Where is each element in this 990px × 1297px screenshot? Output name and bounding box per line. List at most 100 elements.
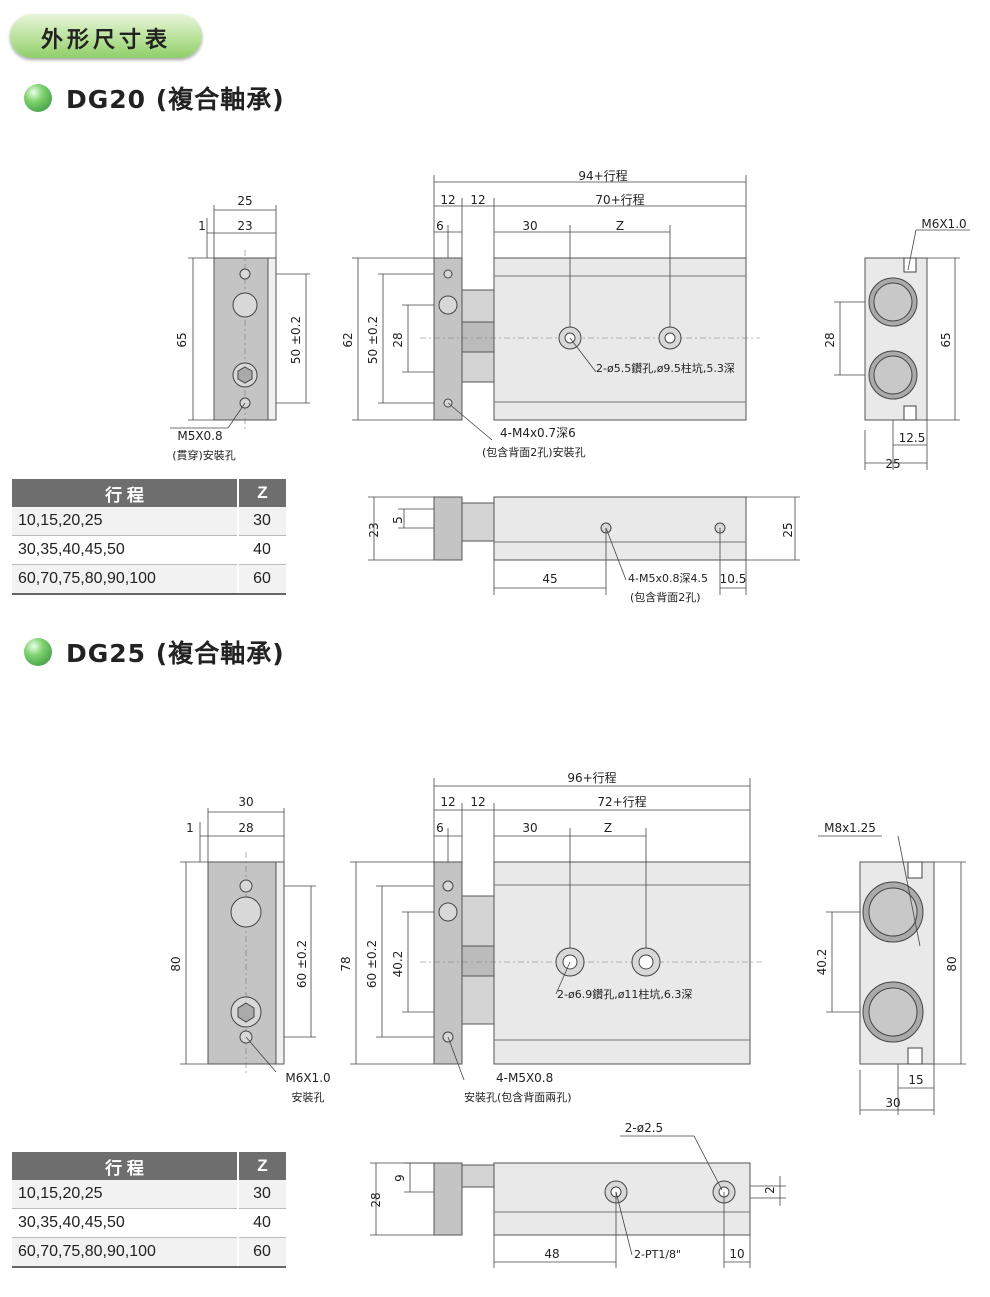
note-m5b: (包含背面2孔) <box>630 590 701 604</box>
rod <box>461 502 495 542</box>
dim-65: 65 <box>175 332 189 347</box>
dim-40-2: 40.2 <box>391 951 405 978</box>
cell-z: 40 <box>237 535 286 565</box>
section-title-dg20: DG20 (複合軸承) <box>24 78 285 118</box>
label-m8: M8x1.25 <box>824 821 876 835</box>
cell-stroke: 10,15,20,25 <box>12 507 238 536</box>
bore-hole <box>232 292 258 318</box>
cell-z: 60 <box>237 564 286 595</box>
label-m6: M6X1.0 <box>921 217 966 231</box>
table-row: 60,70,75,80,90,100 60 <box>12 1237 286 1268</box>
banner-title: 外形尺寸表 <box>40 28 171 53</box>
label-m5-note: (貫穿)安裝孔 <box>172 448 236 462</box>
dim-80: 80 <box>169 956 183 971</box>
dim-12a: 12 <box>440 795 455 809</box>
note-bore: 2-ø6.9鑽孔,ø11柱坑,6.3深 <box>557 987 692 1001</box>
header-z: Z <box>238 1152 286 1180</box>
table-row: 10,15,20,25 30 <box>12 1180 286 1209</box>
dim-50-tol: 50 ±0.2 <box>289 316 303 364</box>
dim-15: 15 <box>908 1073 923 1087</box>
dim-1: 1 <box>186 821 194 835</box>
dg25-front-view <box>180 808 316 1074</box>
note-2-5: 2-ø2.5 <box>625 1121 663 1135</box>
cell-stroke: 60,70,75,80,90,100 <box>12 1237 238 1268</box>
dim-72-stroke: 72+行程 <box>597 794 646 809</box>
section-banner: 外形尺寸表 <box>10 14 202 58</box>
dim-65r: 65 <box>939 332 953 347</box>
dim-5: 5 <box>391 516 405 524</box>
note-m5: 4-M5x0.8深4.5 <box>628 572 708 585</box>
end-plate <box>433 496 463 561</box>
dim-30b: 30 <box>522 821 537 835</box>
dg20-bottom-view <box>368 496 800 595</box>
dim-30r: 30 <box>885 1096 900 1110</box>
dim-30: 30 <box>238 795 253 809</box>
dim-28: 28 <box>391 332 405 347</box>
end-plate <box>433 1162 463 1236</box>
rod-nut <box>461 321 495 353</box>
dim-70-stroke: 70+行程 <box>595 192 644 207</box>
dim-2: 2 <box>763 1186 777 1194</box>
dg20-right-view <box>834 229 970 470</box>
plate-edge <box>267 257 277 421</box>
dim-48: 48 <box>544 1247 559 1261</box>
cell-stroke: 30,35,40,45,50 <box>12 1208 238 1238</box>
label-m6: M6X1.0 <box>285 1071 330 1085</box>
table-row: 30,35,40,45,50 40 <box>12 535 286 565</box>
note-pt: 2-PT1/8" <box>634 1248 681 1261</box>
dim-10: 10 <box>729 1247 744 1261</box>
label-m5: M5X0.8 <box>177 429 222 443</box>
dim-6: 6 <box>436 219 444 233</box>
cylinder-body <box>493 496 747 561</box>
cylinder-body <box>493 257 747 421</box>
dim-9: 9 <box>393 1174 407 1182</box>
dim-25r: 25 <box>885 457 900 471</box>
green-ball-icon <box>24 638 52 666</box>
dim-12b: 12 <box>470 795 485 809</box>
stroke-table-dg20: 行 程 Z 10,15,20,25 30 30,35,40,45,50 40 6… <box>12 479 286 595</box>
cell-stroke: 10,15,20,25 <box>12 1180 238 1209</box>
header-stroke: 行 程 <box>12 479 239 507</box>
dim-25b: 25 <box>781 522 795 537</box>
label-m6-note: 安裝孔 <box>292 1090 325 1104</box>
cell-z: 30 <box>237 1180 286 1209</box>
note-m4: 4-M4x0.7深6 <box>500 426 576 440</box>
dim-23: 23 <box>237 219 252 233</box>
dg25-side-view <box>350 778 764 1081</box>
table-row: 60,70,75,80,90,100 60 <box>12 564 286 595</box>
dim-45: 45 <box>542 572 557 586</box>
header-z: Z <box>238 479 286 507</box>
dim-10-5: 10.5 <box>720 572 747 586</box>
green-ball-icon <box>24 84 52 112</box>
dim-40-2r: 40.2 <box>815 949 829 976</box>
dim-28b: 28 <box>369 1192 383 1207</box>
table-row: 30,35,40,45,50 40 <box>12 1208 286 1238</box>
dim-12a: 12 <box>440 193 455 207</box>
note-m4b: (包含背面2孔)安裝孔 <box>482 445 586 459</box>
cell-z: 30 <box>237 507 286 536</box>
cell-stroke: 60,70,75,80,90,100 <box>12 564 238 595</box>
dim-z: Z <box>616 219 624 233</box>
dim-78: 78 <box>339 956 353 971</box>
cell-stroke: 30,35,40,45,50 <box>12 535 238 565</box>
dim-94-stroke: 94+行程 <box>578 168 627 183</box>
dim-30: 30 <box>522 219 537 233</box>
dim-80r: 80 <box>945 956 959 971</box>
dg20-front-view <box>170 205 310 430</box>
dim-6: 6 <box>436 821 444 835</box>
stroke-table-dg25: 行 程 Z 10,15,20,25 30 30,35,40,45,50 40 6… <box>12 1152 286 1268</box>
dim-1: 1 <box>198 219 206 233</box>
section-title-dg25: DG25 (複合軸承) <box>24 632 285 672</box>
note-m5b: 安裝孔(包含背面兩孔) <box>464 1090 572 1104</box>
note-m5: 4-M5X0.8 <box>496 1071 553 1085</box>
dim-z: Z <box>604 821 612 835</box>
dg25-right-view <box>818 835 966 1115</box>
dg25-bottom-view <box>370 1135 786 1268</box>
dim-60-tol-b: 60 ±0.2 <box>365 940 379 988</box>
cell-z: 40 <box>237 1208 286 1238</box>
dim-23b: 23 <box>367 522 381 537</box>
table-header-row: 行 程 Z <box>12 479 286 507</box>
table-header-row: 行 程 Z <box>12 1152 286 1180</box>
mount-hole <box>239 268 251 280</box>
dim-25: 25 <box>237 194 252 208</box>
